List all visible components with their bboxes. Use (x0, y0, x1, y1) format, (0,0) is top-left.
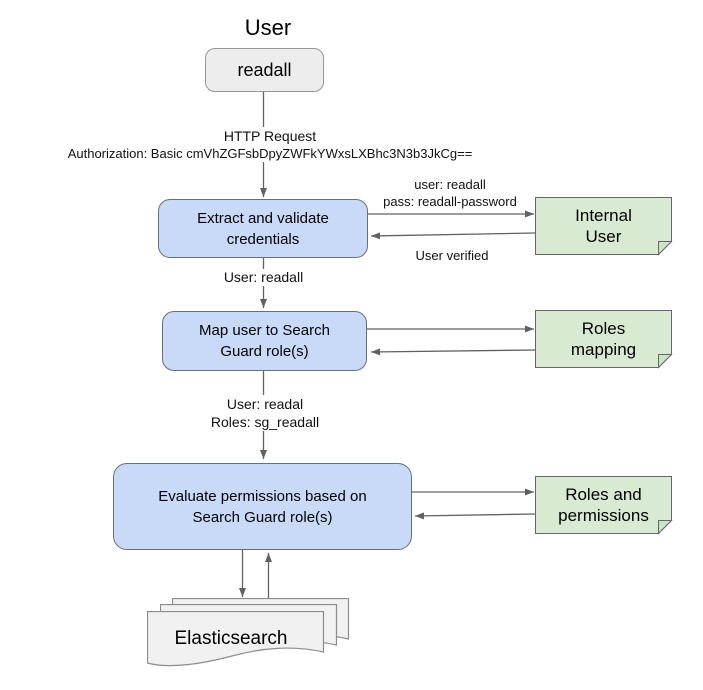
edge-internaluser-to-extract (370, 232, 536, 240)
http-request-line: HTTP Request (223, 128, 317, 144)
roles-sg-readall-line: Roles: sg_readall (210, 414, 320, 430)
diagram-title: User (244, 15, 292, 40)
note-shape (535, 310, 673, 369)
note-fold-corner (658, 241, 673, 256)
edge-rolespermissions-to-evaluate (414, 512, 536, 520)
credentials-pass-line: pass: readall-password (383, 194, 517, 209)
note-roles-permissions-label: Roles and permissions (558, 485, 649, 525)
note-fold-corner (658, 354, 673, 369)
note-fold-corner (658, 520, 673, 535)
node-extract-credentials: Extract and validate credentials (158, 199, 368, 258)
node-readall-label: readall (237, 59, 292, 80)
node-elasticsearch-label: Elasticsearch (174, 628, 288, 649)
user-verified-label: User verified (415, 248, 489, 263)
http-request-label: HTTP Request Authorization: Basic cmVhZG… (15, 127, 525, 162)
elasticsearch-doc-front (147, 611, 325, 667)
user-readal-line: User: readal (226, 396, 304, 412)
node-evaluate-label: Evaluate permissions based on Search Gua… (158, 487, 367, 526)
node-readall-user: readall (205, 48, 324, 92)
node-evaluate-permissions: Evaluate permissions based on Search Gua… (113, 463, 412, 550)
node-map-label: Map user to Search Guard role(s) (199, 322, 330, 360)
note-roles-mapping-label: Roles mapping (570, 319, 637, 359)
note-shape (535, 197, 673, 256)
user-readall-label: User: readall (198, 269, 329, 286)
authorization-header-line: Authorization: Basic cmVhZGFsbDpyZWFkYWx… (67, 146, 473, 161)
note-roles-mapping: Roles mapping (535, 310, 674, 370)
note-internal-user: Internal User (535, 197, 674, 257)
note-shape (535, 476, 673, 535)
note-internal-user-label: Internal User (575, 206, 632, 246)
credentials-user-line: user: readall (414, 177, 486, 192)
note-roles-permissions: Roles and permissions (535, 476, 674, 536)
edge-rolesmapping-to-map (370, 348, 536, 356)
credentials-label: user: readall pass: readall-password (365, 176, 535, 210)
user-roles-label: User: readal Roles: sg_readall (190, 395, 340, 431)
node-extract-label: Extract and validate credentials (197, 209, 329, 248)
node-map-roles: Map user to Search Guard role(s) (162, 311, 367, 371)
